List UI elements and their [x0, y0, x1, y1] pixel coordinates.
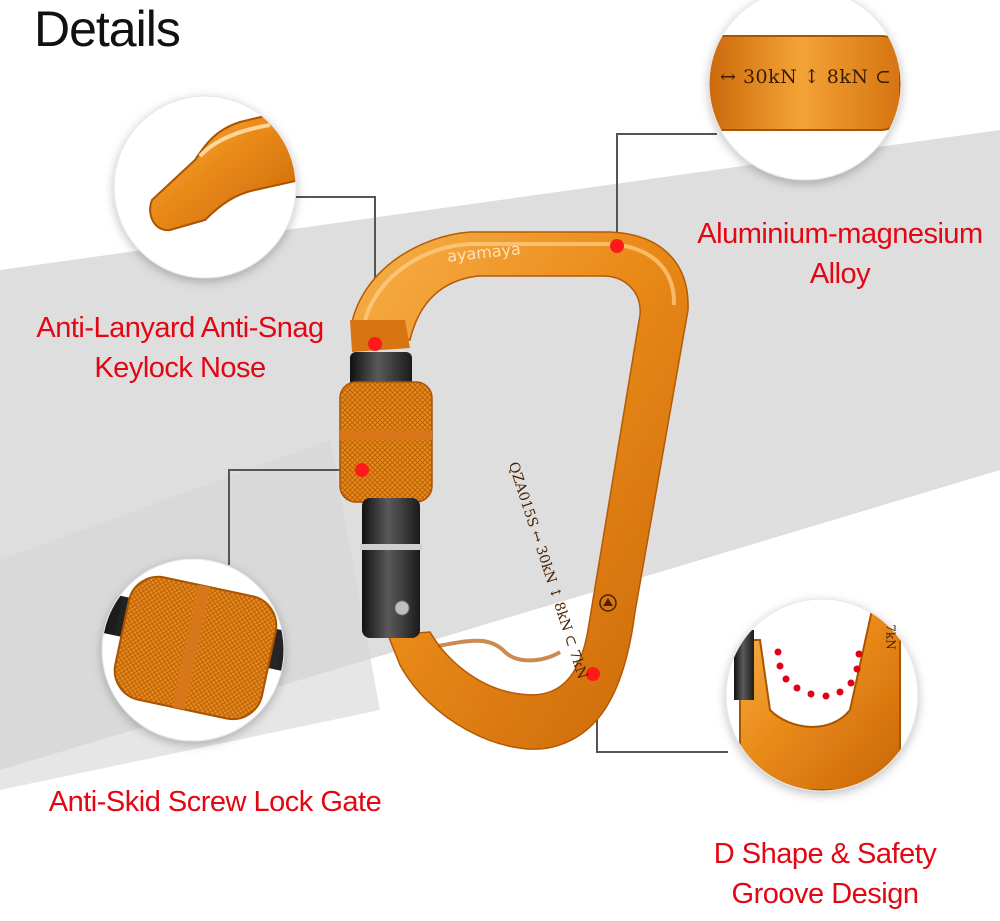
label-screw-lock-gate: Anti-Skid Screw Lock Gate: [30, 782, 400, 822]
carabiner-frame: [351, 231, 689, 750]
gate-lower: [362, 498, 420, 638]
carabiner-highlight: [363, 242, 677, 321]
label-alloy-line-2: Alloy: [809, 258, 871, 290]
sleeve-ring: [340, 430, 432, 440]
label-dshape-line-1: D Shape & Safety: [713, 838, 937, 870]
keylock-nose: [350, 320, 410, 352]
zoom-strength-marking: ↔ 30kN ↕ 8kN ⊂: [720, 66, 892, 88]
label-alloy: Aluminium-magnesium Alloy: [680, 214, 1000, 294]
sleeve-closeup-ring: [172, 584, 211, 710]
gate-rivet: [394, 600, 410, 616]
zoom-screw-gate: [101, 558, 285, 742]
spine-logo-icon: [599, 594, 617, 612]
marker-dot-gate: [355, 463, 369, 477]
label-dshape-line-2: Groove Design: [731, 878, 919, 910]
gate-top: [350, 352, 412, 388]
label-alloy-line-1: Aluminium-magnesium: [697, 218, 983, 250]
label-gate-line-1: Anti-Skid Screw Lock Gate: [48, 786, 382, 818]
zoom-keylock-nose: [113, 95, 297, 279]
gate-band: [360, 544, 422, 550]
marker-dots: [355, 239, 624, 681]
spine-closeup: [709, 35, 901, 131]
groove-dots: [774, 648, 863, 700]
leader-line-gate: [228, 469, 362, 565]
page-title: Details: [34, 1, 181, 57]
label-keylock-line-2: Keylock Nose: [94, 352, 266, 384]
label-keylock-line-1: Anti-Lanyard Anti-Snag: [36, 312, 324, 344]
nose-closeup: [149, 108, 296, 232]
label-keylock-nose: Anti-Lanyard Anti-Snag Keylock Nose: [20, 308, 340, 388]
groove-closeup-gate: [734, 630, 754, 700]
nose-closeup-highlight: [198, 123, 271, 158]
zoom-alloy-marking: [708, 0, 902, 181]
zoom-d-shape-groove: [725, 598, 919, 792]
marker-dot-alloy: [610, 239, 624, 253]
marker-dot-dshape: [586, 667, 600, 681]
safety-groove: [437, 638, 562, 663]
spine-logo-mark: [603, 598, 613, 606]
leader-line-alloy: [616, 133, 717, 243]
screw-sleeve: [339, 381, 433, 503]
label-d-shape-groove: D Shape & Safety Groove Design: [690, 834, 960, 914]
corner-engraving: 7kN: [883, 624, 898, 650]
marker-dot-keylock: [368, 337, 382, 351]
